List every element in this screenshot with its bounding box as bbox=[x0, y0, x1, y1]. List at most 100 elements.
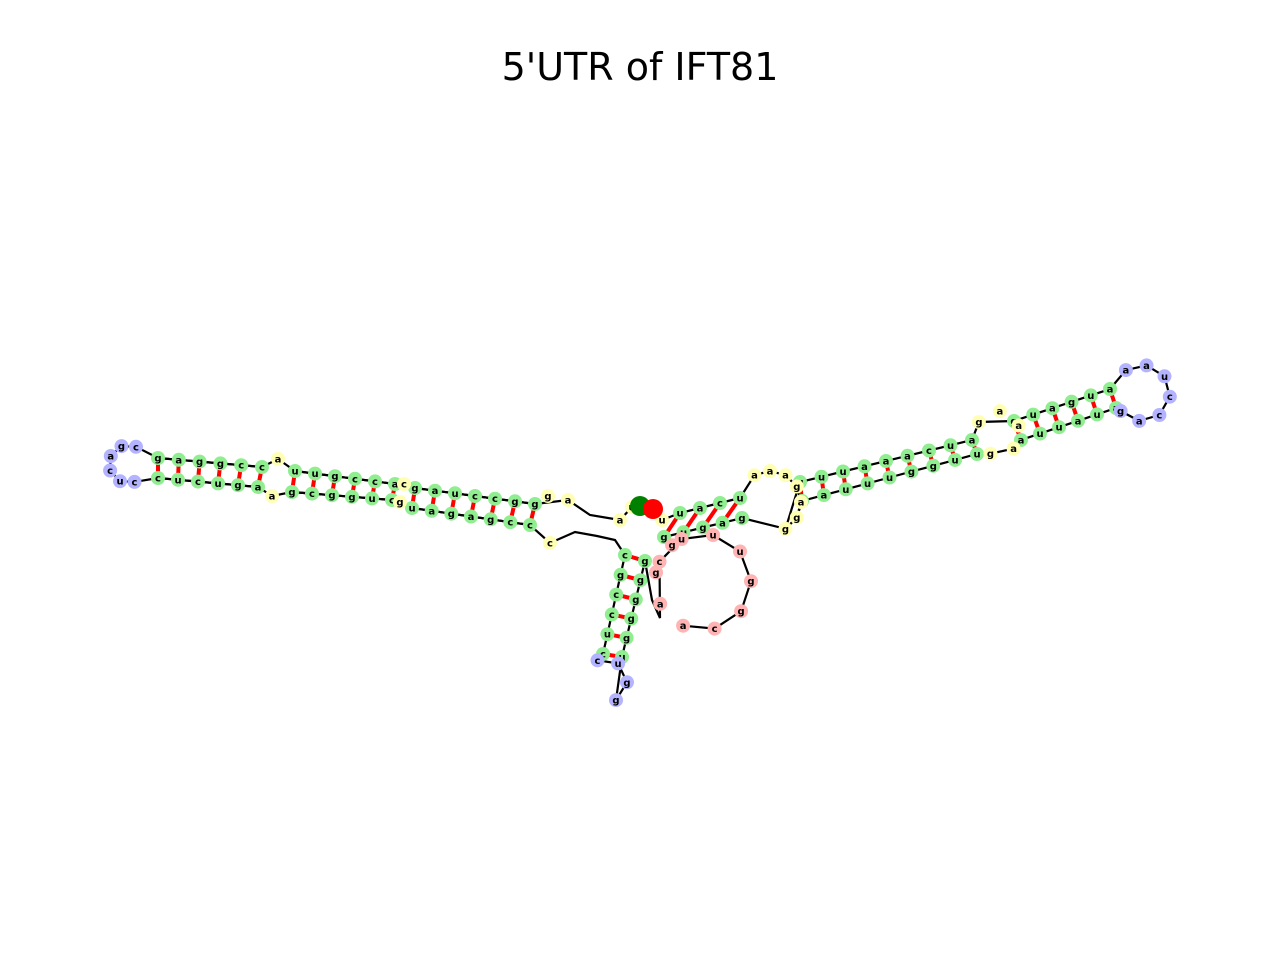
right-hairpin-nt-label: u bbox=[1161, 372, 1168, 383]
right-stem-nt: u bbox=[838, 482, 853, 497]
left-internal-nt: c bbox=[543, 536, 557, 550]
center-stem-nt-dot bbox=[600, 627, 615, 642]
center-stem-nt: g bbox=[613, 567, 628, 582]
center-stem-nt-dot bbox=[624, 611, 639, 626]
left-internal-nt: g bbox=[393, 495, 407, 509]
right-stem-nt-dot bbox=[922, 443, 936, 458]
left-stem-nt: g bbox=[444, 506, 459, 521]
right-stem-nt-label: a bbox=[1075, 416, 1082, 427]
center-stem-nt-label: g bbox=[641, 557, 648, 568]
right-internal-nt-dot bbox=[1006, 441, 1021, 456]
right-stem-nt: a bbox=[1071, 413, 1085, 428]
left-hairpin-nt-dot bbox=[127, 474, 142, 489]
left-hairpin-nt: c bbox=[129, 439, 143, 454]
center-stem-nt-label: g bbox=[637, 576, 644, 587]
right-stem-nt: a bbox=[965, 433, 979, 447]
right-stem-nt-dot bbox=[696, 520, 710, 535]
left-stem-nt-dot bbox=[171, 472, 185, 487]
right-internal-nt-dot bbox=[789, 479, 804, 494]
left-junction-a-backbone bbox=[414, 486, 621, 522]
left-stem-nt: g bbox=[192, 454, 207, 469]
left-stem-nt-dot bbox=[288, 464, 302, 478]
left-hairpin-nt-label: a bbox=[107, 452, 114, 463]
left-stem-nt-label: c bbox=[507, 518, 513, 529]
left-stem-nt-label: g bbox=[328, 491, 335, 502]
right-stem-nt-label: u bbox=[839, 467, 846, 478]
right-stem-nt-label: u bbox=[864, 479, 871, 490]
right-stem-nt: a bbox=[879, 454, 893, 468]
right-stem-nt-label: a bbox=[1107, 385, 1114, 396]
right-stem-nt-dot bbox=[860, 476, 875, 491]
right-stem-nt-label: u bbox=[1093, 410, 1100, 421]
right-stem-nt-label: a bbox=[883, 457, 890, 468]
exterior-loop-nt: g bbox=[744, 574, 758, 589]
right-internal-nt-dot bbox=[971, 415, 986, 429]
right-stem-nt-label: a bbox=[861, 462, 868, 473]
left-stem-nt-dot bbox=[151, 451, 165, 465]
left-stem-nt: c bbox=[348, 471, 362, 486]
left-stem-nt-label: u bbox=[291, 467, 298, 478]
right-internal-nt-label: g bbox=[793, 482, 800, 493]
right-stem-nt-dot bbox=[943, 438, 958, 453]
right-internal-nt: a bbox=[763, 464, 777, 478]
right-stem-nt-dot bbox=[713, 496, 727, 510]
right-stem-nt-label: a bbox=[821, 491, 828, 502]
center-stem-nt-label: u bbox=[604, 630, 611, 641]
left-stem-nt-dot bbox=[365, 491, 379, 506]
left-stem-nt: a bbox=[428, 483, 442, 498]
right-stem-nt-dot bbox=[965, 433, 979, 447]
right-stem-nt: u bbox=[1052, 420, 1066, 435]
left-stem-nt-label: u bbox=[311, 469, 318, 480]
left-internal-nt-label: c bbox=[401, 480, 407, 491]
left-stem-nt-dot bbox=[231, 478, 245, 493]
right-stem-nt: u bbox=[814, 469, 829, 484]
left-stem-nt: a bbox=[251, 480, 265, 494]
center-stem-nt: c bbox=[604, 607, 619, 622]
right-stem-nt: g bbox=[735, 511, 749, 525]
left-stem-nt-label: g bbox=[196, 457, 203, 468]
right-internal-nt: g bbox=[778, 521, 793, 536]
left-stem-nt-label: c bbox=[309, 489, 315, 500]
right-stem-nt-dot bbox=[735, 511, 749, 525]
right-stem-nt: c bbox=[713, 496, 727, 510]
left-stem-nt-label: a bbox=[468, 512, 475, 523]
exterior-loop-nt-dot bbox=[706, 528, 720, 542]
left-stem-nt: c bbox=[503, 515, 518, 530]
right-internal-nt: g bbox=[789, 479, 804, 494]
left-stem-nt: c bbox=[468, 489, 482, 503]
right-hairpin-nt: a bbox=[1132, 413, 1147, 428]
exterior-loop-nt-label: g bbox=[652, 568, 659, 579]
right-stem-nt-label: c bbox=[717, 499, 723, 510]
right-stem-nt-dot bbox=[1083, 388, 1098, 403]
right-internal-nt: a bbox=[778, 468, 793, 483]
left-stem-nt-label: g bbox=[448, 509, 455, 520]
junction-nt-label: a bbox=[617, 516, 624, 527]
center-stem-nt: c bbox=[609, 587, 624, 602]
right-stem-nt-label: g bbox=[699, 523, 706, 534]
exterior-loop-nt-dot bbox=[744, 574, 758, 589]
center-stem-nt-dot bbox=[609, 587, 624, 602]
right-stem-nt: u bbox=[1026, 407, 1041, 422]
left-stem-nt-dot bbox=[348, 471, 362, 486]
center-stem-nt-label: c bbox=[600, 650, 606, 661]
right-internal-nt: g bbox=[971, 415, 986, 429]
left-stem-nt-label: c bbox=[155, 474, 161, 485]
right-internal-nt-label: a bbox=[1010, 444, 1017, 455]
left-internal-nt-label: g bbox=[544, 492, 551, 503]
left-stem-nt-label: a bbox=[255, 483, 262, 494]
right-stem-nt-dot bbox=[673, 506, 687, 520]
left-stem-nt-label: u bbox=[174, 475, 181, 486]
left-hairpin-nt-dot bbox=[113, 474, 127, 489]
right-hairpin-nt: c bbox=[1162, 389, 1177, 404]
left-stem-nt-label: g bbox=[531, 500, 538, 511]
exterior-loop-nt: a bbox=[653, 596, 668, 611]
center-stem-nt-label: g bbox=[623, 633, 630, 644]
left-hairpin-nt-label: c bbox=[133, 442, 139, 453]
center-stem-nt: g bbox=[624, 611, 639, 626]
right-hairpin-nt-label: a bbox=[1143, 361, 1150, 372]
center-hairpin-nt-label: c bbox=[595, 656, 601, 667]
right-stem-nt: a bbox=[1103, 382, 1117, 396]
right-stem-nt-label: a bbox=[1049, 404, 1056, 415]
right-stem-nt: a bbox=[1045, 401, 1060, 416]
